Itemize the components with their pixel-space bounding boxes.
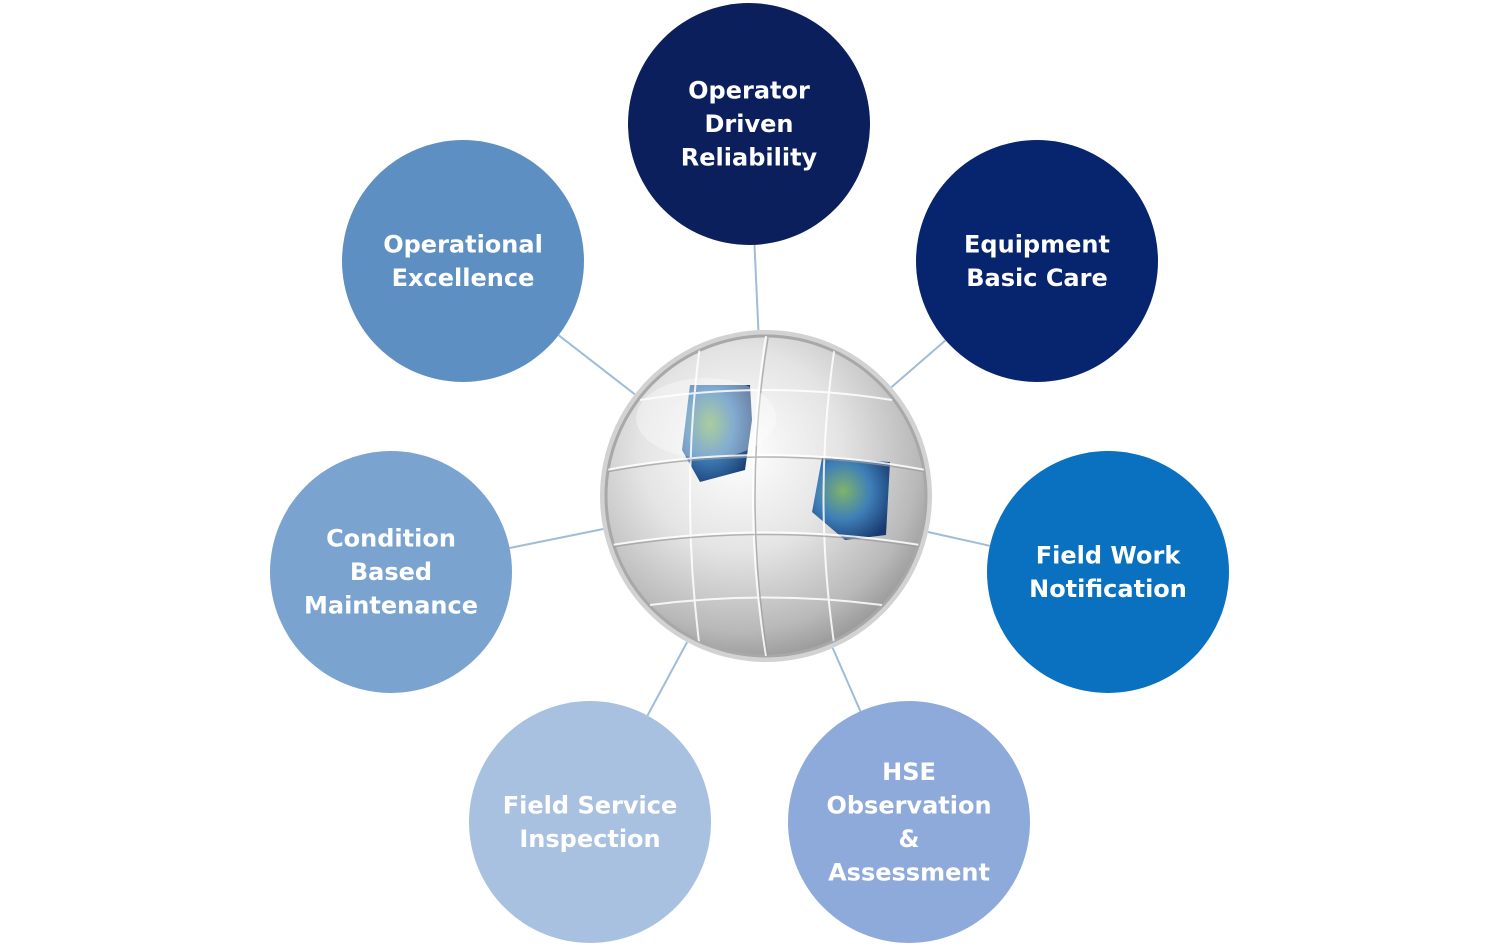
node-label-line: Operational [383,230,543,258]
node-label-line: Notification [1029,575,1187,603]
node-hse-observation-assessment: HSE Observation & Assessment [788,701,1030,943]
node-label-line: Reliability [681,144,818,172]
node-label-line: Basic Care [966,264,1108,292]
connector-lines [509,244,991,716]
node-circle [469,701,711,943]
node-label-line: Excellence [392,264,535,292]
connector-hse-observation-assessment [831,647,862,712]
node-label-line: Inspection [519,825,660,853]
node-circle [342,140,584,382]
node-label-line: & [899,825,920,853]
connector-condition-based-maintenance [509,528,604,549]
connector-equipment-basic-care [890,339,947,388]
node-label-line: Operator [688,77,810,105]
node-label-line: Observation [826,791,991,819]
node-label-line: Condition [326,525,456,553]
node-label-line: Equipment [964,230,1110,258]
node-label-line: Field Service [503,791,677,819]
node-label-line: Based [350,558,432,586]
node-circle [916,140,1158,382]
puzzle-globe-icon [600,330,932,662]
node-circle [270,451,512,693]
diagram-nodes: OperatorDrivenReliabilityEquipmentBasic … [270,3,1229,943]
connector-field-work-notification [927,531,991,547]
connector-field-service-inspection [646,641,688,716]
node-label-line: Driven [705,110,794,138]
node-label-line: Assessment [828,858,990,886]
node-label-line: Maintenance [304,592,478,620]
node-circle [788,701,1030,943]
node-circle [628,3,870,245]
node-circle [987,451,1229,693]
node-label-line: Field Work [1036,541,1182,569]
connector-operational-excellence [557,334,636,396]
connector-operator-driven-reliability [753,244,760,331]
node-label-line: HSE [882,758,936,786]
